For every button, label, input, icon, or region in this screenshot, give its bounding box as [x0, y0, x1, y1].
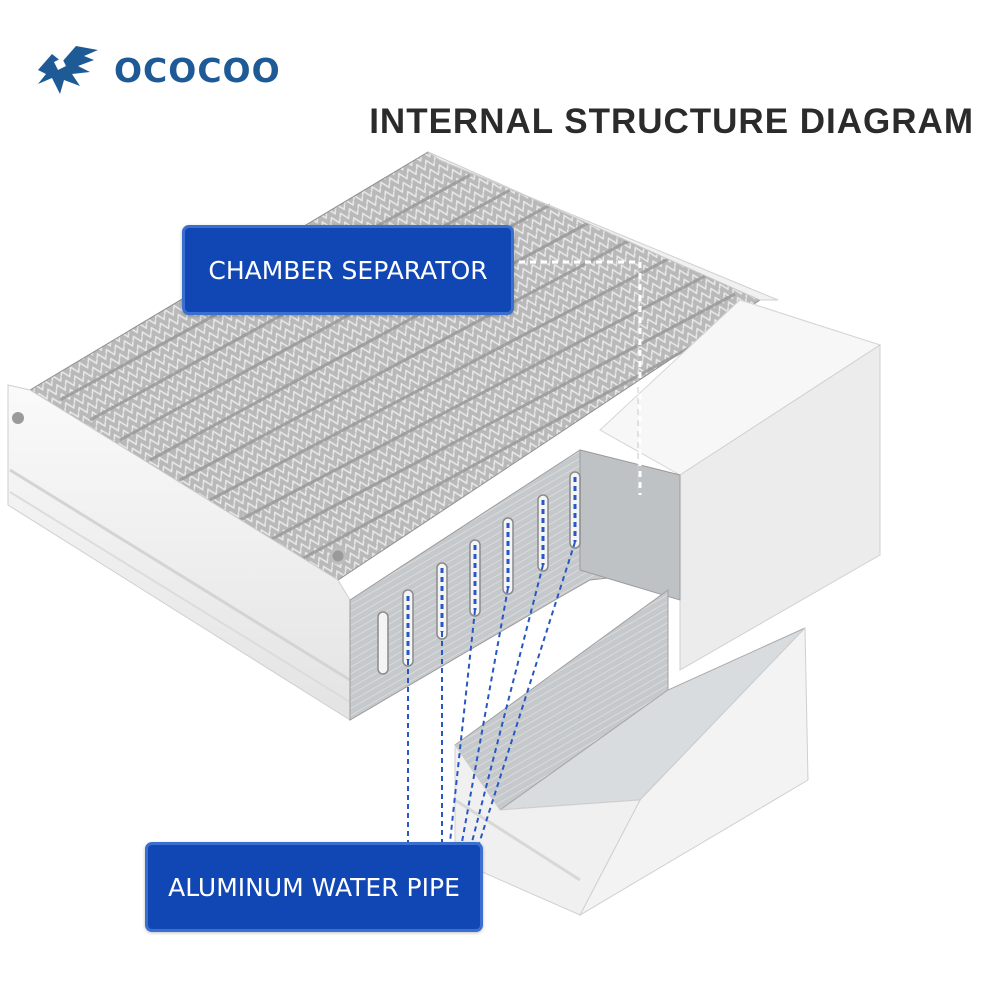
chamber-separator-callout: CHAMBER SEPARATOR	[182, 225, 514, 315]
frame-back-edge	[427, 151, 779, 301]
fin-core	[29, 151, 762, 581]
open-header-section	[349, 449, 681, 721]
brand-logo-icon	[32, 40, 104, 101]
diagram-title: INTERNAL STRUCTURE DIAGRAM	[369, 102, 974, 141]
aluminum-water-pipe-callout: ALUMINUM WATER PIPE	[145, 842, 483, 932]
brand: OCOCOO	[32, 40, 281, 101]
pipe-leader-lines	[407, 541, 576, 851]
detached-tank-cap	[454, 589, 809, 917]
brand-name: OCOCOO	[114, 51, 281, 90]
separator-leader-line	[508, 260, 642, 495]
end-tank-right	[599, 299, 882, 671]
